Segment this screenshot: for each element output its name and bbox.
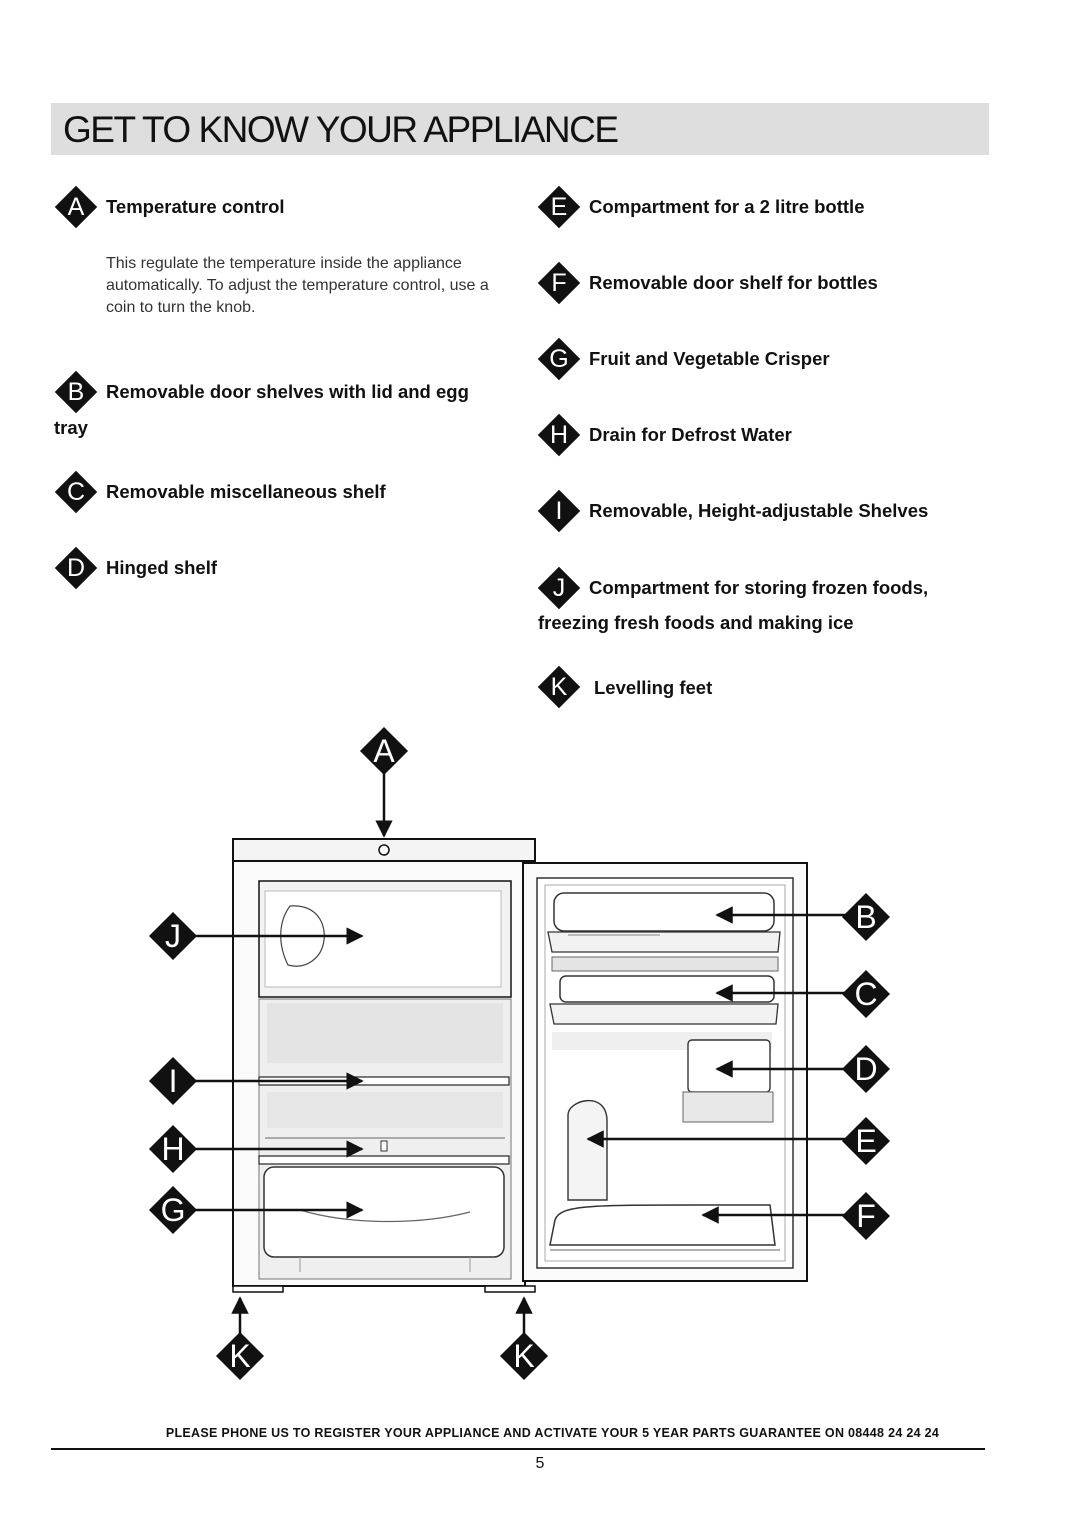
diagram-marker-i: I [148,1056,198,1106]
foot-right [484,1285,536,1293]
item-b-label-cont: tray [54,417,88,438]
fridge-diagram: A B C D E F G H I J K K [148,726,891,1381]
badge-k: K [537,665,581,709]
svg-text:I: I [169,1063,178,1099]
diagram-marker-k-left: K [215,1331,265,1381]
fridge-door [522,862,808,1282]
svg-text:J: J [165,918,181,954]
item-i-label: Removable, Height-adjustable Shelves [589,500,929,521]
item-a-label: Temperature control [106,196,285,217]
item-g-label: Fruit and Vegetable Crisper [589,348,830,369]
foot-left [232,1285,284,1293]
badge-b: B [54,370,98,414]
badge-j: J [537,566,581,610]
item-d-label: Hinged shelf [106,557,218,578]
svg-text:F: F [856,1198,876,1234]
diagram-marker-e: E [841,1116,891,1166]
item-c-label: Removable miscellaneous shelf [106,481,386,502]
svg-text:H: H [161,1131,184,1167]
item-e-label: Compartment for a 2 litre bottle [589,196,865,217]
badge-h: H [537,413,581,457]
badge-e: E [537,185,581,229]
badge-g: G [537,337,581,381]
diagram-marker-b: B [841,892,891,942]
diagram-marker-k-right: K [499,1331,549,1381]
item-j-label-cont: freezing fresh foods and making ice [538,612,854,633]
item-k-label: Levelling feet [594,677,713,698]
callout-arrows [188,772,849,1336]
diagram-marker-f: F [841,1191,891,1241]
svg-text:E: E [855,1123,876,1159]
diagram-marker-j: J [148,911,198,961]
footer-divider [51,1448,985,1450]
svg-text:G: G [161,1192,186,1228]
svg-text:C: C [854,976,877,1012]
page-title: GET TO KNOW YOUR APPLIANCE [63,109,619,150]
badge-i: I [537,489,581,533]
svg-text:B: B [855,899,876,935]
badge-f: F [537,261,581,305]
badge-a: A [54,185,98,229]
item-f-label: Removable door shelf for bottles [589,272,878,293]
svg-text:K: K [229,1338,250,1374]
diagram-marker-h: H [148,1124,198,1174]
badge-c: C [54,470,98,514]
diagram-marker-a: A [359,726,409,776]
item-b-label: Removable door shelves with lid and egg [106,381,469,402]
item-a-description: This regulate the temperature inside the… [106,255,489,316]
svg-text:D: D [854,1051,877,1087]
diagram-marker-c: C [841,969,891,1019]
title-bar: GET TO KNOW YOUR APPLIANCE [51,103,989,155]
badge-d: D [54,546,98,590]
page-number: 5 [535,1455,545,1472]
fridge-cabinet [232,838,536,1293]
diagram-marker-g: G [148,1185,198,1235]
registration-note: PLEASE PHONE US TO REGISTER YOUR APPLIAN… [165,1426,940,1440]
svg-text:K: K [513,1338,534,1374]
svg-text:A: A [373,733,395,769]
diagram-marker-d: D [841,1044,891,1094]
item-j-label: Compartment for storing frozen foods, [589,577,929,598]
item-h-label: Drain for Defrost Water [589,424,792,445]
thermostat-knob [378,844,390,856]
